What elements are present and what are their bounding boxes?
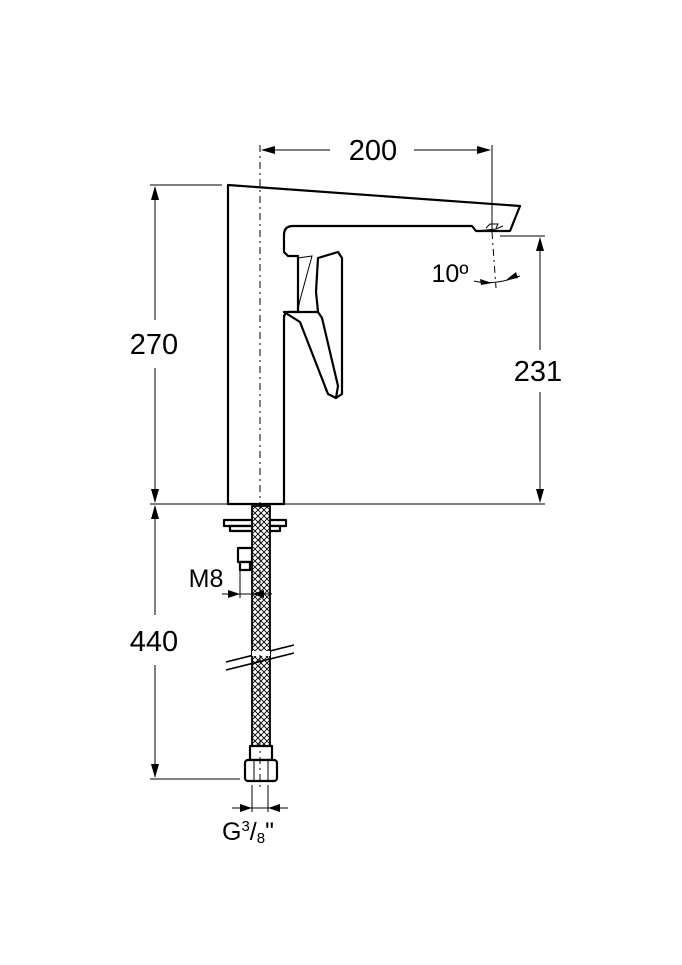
faucet-body [226, 183, 522, 506]
hose-length-label: 440 [130, 626, 178, 658]
angle-arrow-right [506, 272, 518, 280]
connection-slash: / [250, 818, 257, 846]
spout-angle-label: 10º [432, 260, 469, 288]
lever-lower-blade [282, 310, 340, 400]
spout-height-arrow-top [536, 237, 544, 251]
height-arrow-bottom [151, 489, 159, 503]
g38-arrow-left [240, 804, 252, 812]
hose-break-gap [252, 651, 270, 656]
hose-ferrule [248, 744, 274, 762]
aerator-detail [485, 223, 499, 229]
hose-arrow-bottom [151, 764, 159, 778]
stud-thread-label: M8 [189, 565, 224, 593]
lever-neck [297, 255, 313, 311]
lever-blade [314, 250, 344, 400]
dim-stud-thread: M8 [189, 565, 272, 598]
spout-outlet [475, 225, 504, 232]
hose-connection-nut [243, 758, 279, 783]
connection-denominator: 8 [257, 830, 265, 847]
hose-upper [251, 505, 271, 657]
reach-arrow-right [477, 146, 491, 154]
angle-arrow-left [480, 279, 492, 285]
fixing-nut [236, 546, 254, 564]
connection-prefix: G [222, 818, 241, 846]
spout-reach-label: 200 [349, 135, 397, 167]
construction-lines [150, 145, 545, 812]
lever-handle [282, 250, 344, 400]
m8-arrow-left [228, 590, 240, 598]
dim-spout-angle: 10º [432, 260, 521, 288]
dim-spout-reach: 200 [261, 135, 491, 167]
fixing-nut-lower [238, 560, 252, 572]
connection-numerator: 3 [241, 818, 249, 835]
dim-hose-length: 440 [130, 505, 178, 778]
spout-height-label: 231 [514, 356, 562, 388]
dim-spout-height: 231 [514, 237, 562, 503]
connection-suffix: " [265, 818, 274, 846]
g38-arrow-right [268, 804, 280, 812]
total-height-label: 270 [130, 329, 178, 361]
spout-height-arrow-bottom [536, 489, 544, 503]
dim-total-height: 270 [130, 186, 178, 503]
reach-arrow-left [261, 146, 275, 154]
height-arrow-top [151, 186, 159, 200]
braided-hose [225, 505, 295, 783]
m8-arrow-right [252, 590, 264, 598]
faucet-outline [226, 183, 522, 506]
hose-lower [251, 651, 271, 747]
stream-centerline [491, 231, 497, 289]
dim-connection-thread: G3/8" [222, 804, 288, 847]
hose-arrow-top [151, 505, 159, 519]
connection-thread-label: G3/8" [222, 818, 274, 847]
